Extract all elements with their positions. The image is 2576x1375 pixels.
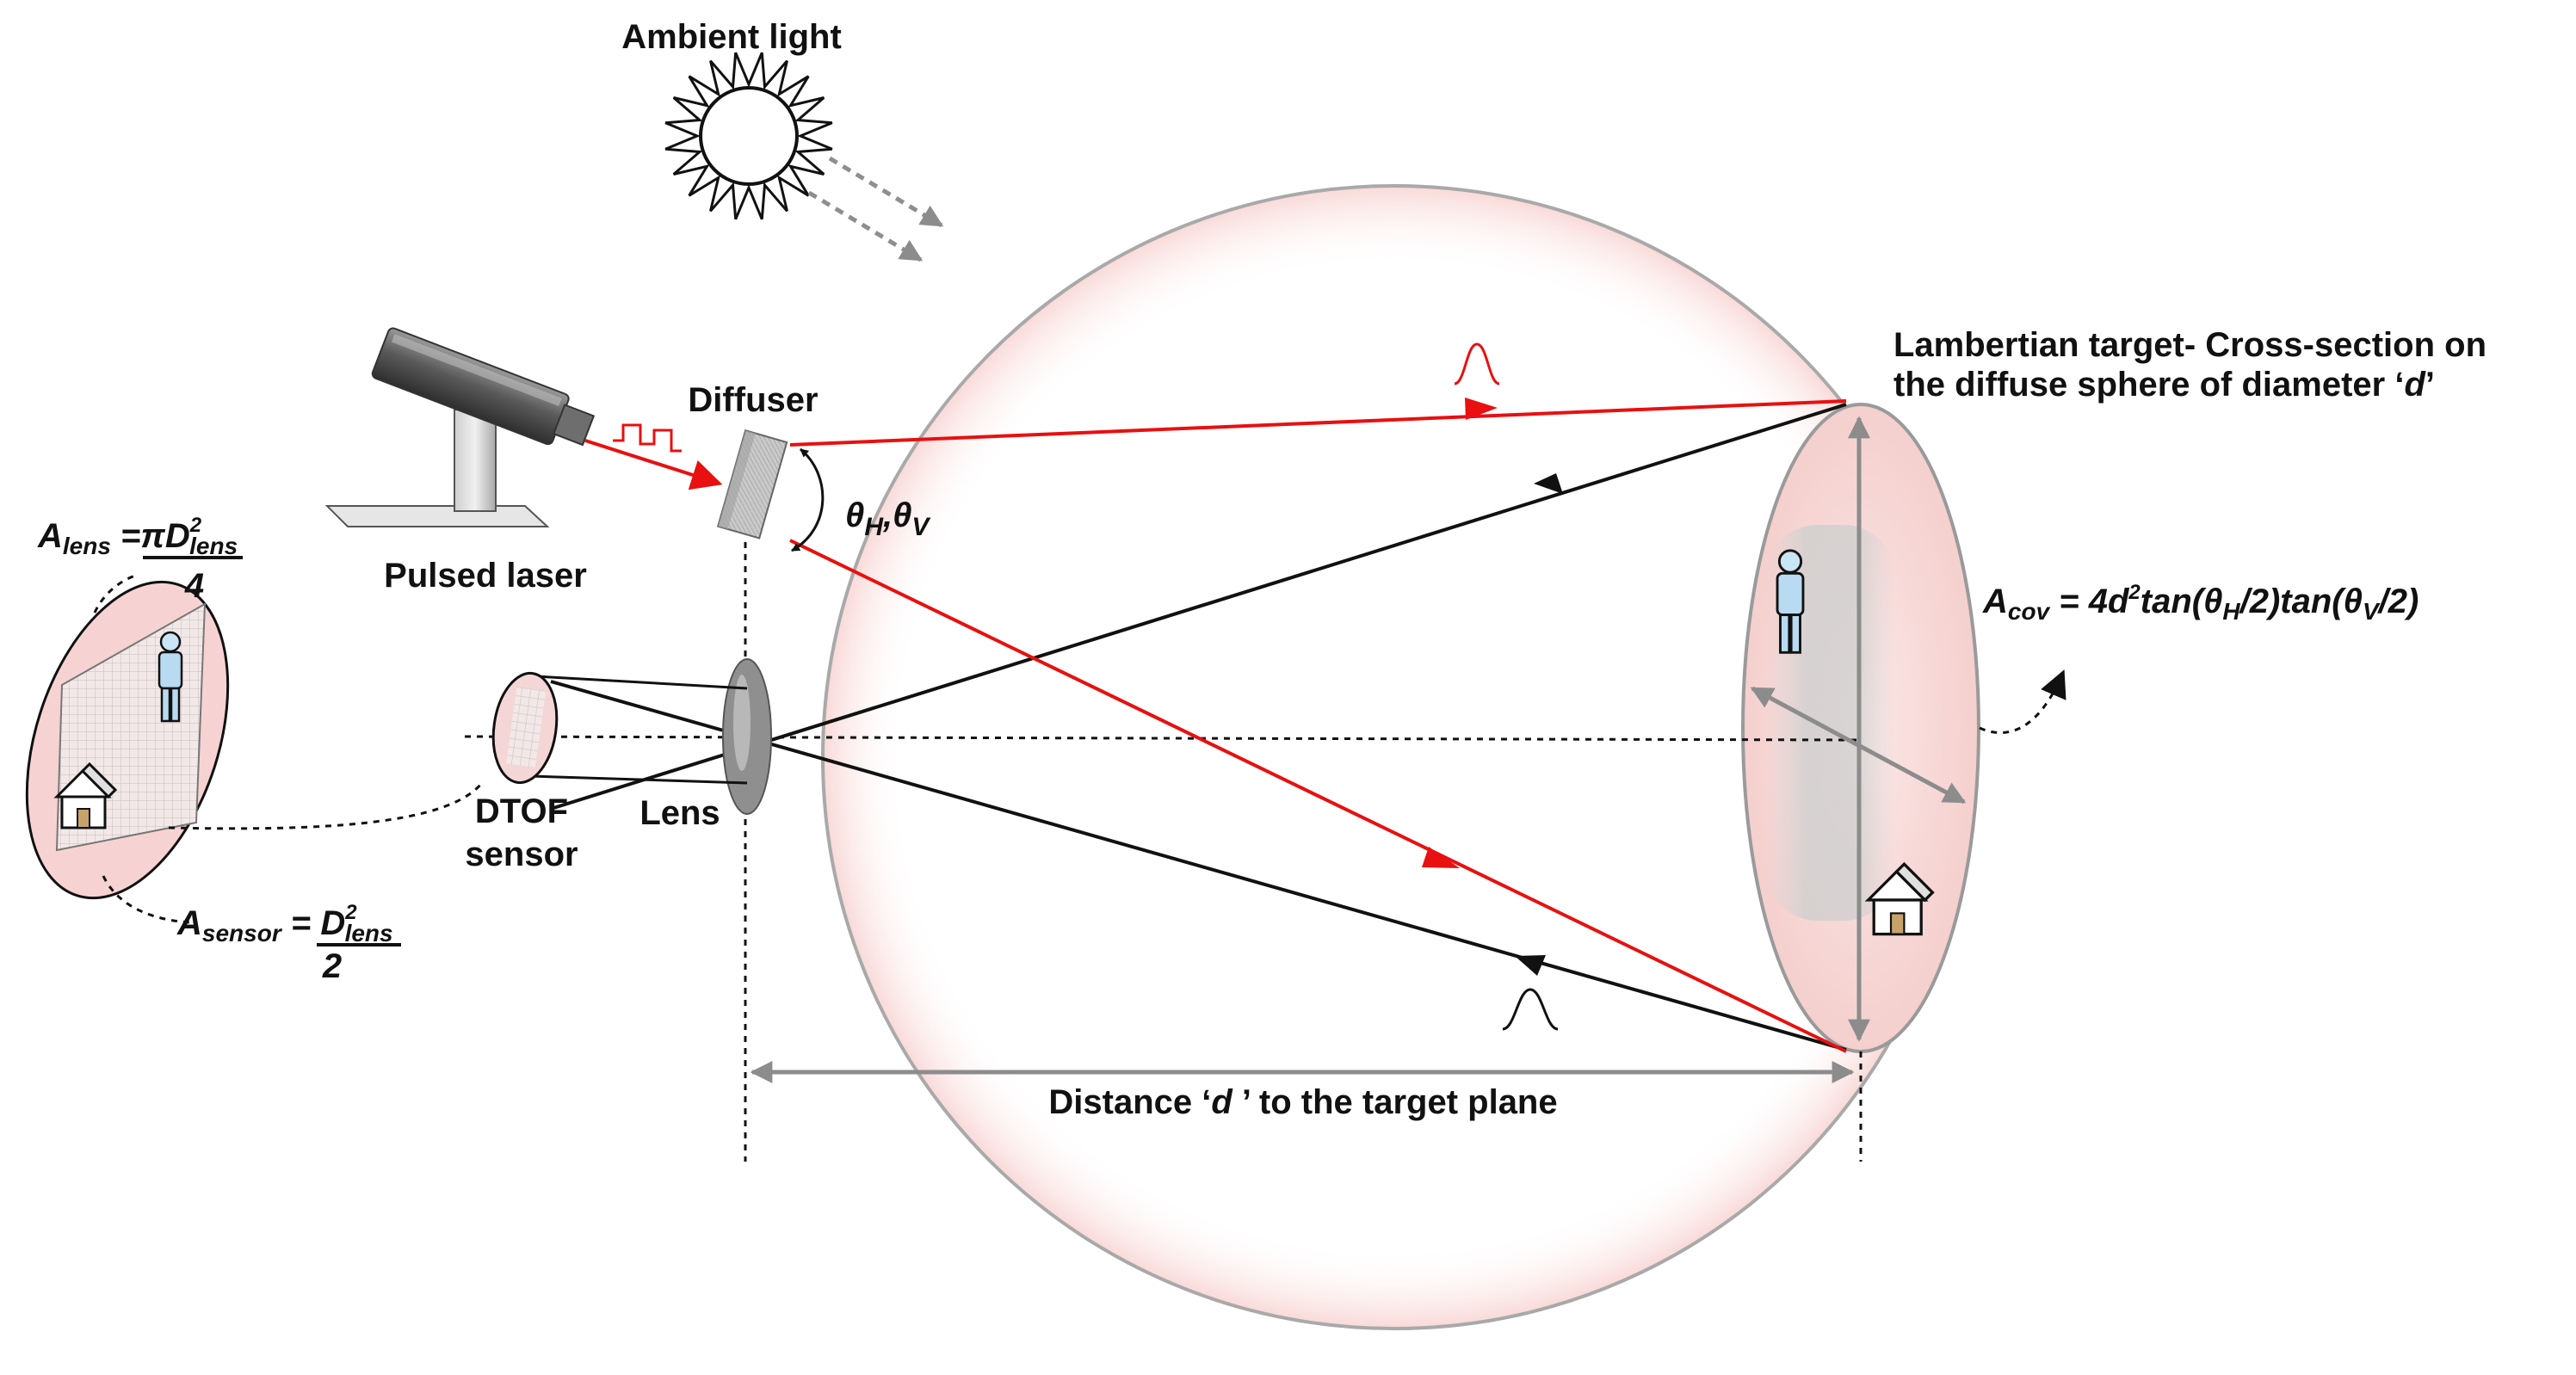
svg-text:2: 2 — [322, 947, 342, 985]
lens-label: Lens — [639, 794, 720, 832]
angle-label: θH,θV — [845, 496, 931, 541]
connector-curves — [93, 573, 484, 924]
distance-label: Distance ‘d ’ to the target plane — [1048, 1083, 1557, 1121]
optical-axis — [464, 735, 1860, 742]
target-label-line2: the diffuse sphere of diameter ‘d’ — [1893, 366, 2435, 404]
house-icon-target — [1864, 861, 1935, 936]
diffuser-label: Diffuser — [688, 381, 818, 419]
pulsed-laser-label: Pulsed laser — [384, 557, 587, 595]
person-icon — [158, 631, 183, 723]
return-arrowhead-upper — [1534, 473, 1563, 494]
divergence-angle-arc — [791, 447, 825, 552]
sensor-icon — [491, 671, 748, 785]
house-icon — [53, 761, 118, 829]
diffuser-icon — [716, 429, 788, 540]
target-dimension-arrows — [1750, 416, 1967, 1042]
target-label-line1: Lambertian target- Cross-section on — [1893, 326, 2486, 364]
sensor-enlarged-view — [25, 580, 230, 900]
ambient-light-label: Ambient light — [621, 18, 842, 56]
a-cov-equation: Acov = 4d2tan(θH/2)tan(θV/2) — [1982, 581, 2418, 625]
red-pulse-icon — [1454, 342, 1500, 385]
ambient-light-arrows — [807, 156, 944, 262]
sun-icon — [664, 52, 833, 220]
laser-device-icon — [324, 327, 596, 527]
person-icon-target — [1776, 549, 1805, 654]
pulse-train-icon — [613, 423, 682, 453]
return-arrowhead-lower — [1515, 955, 1546, 976]
acov-pointer — [1979, 669, 2066, 734]
dtof-label-line2: sensor — [465, 835, 578, 873]
lens-icon — [722, 658, 772, 815]
dtof-label-line1: DTOF — [475, 792, 568, 830]
laser-arrowhead-lower — [1422, 847, 1460, 868]
svg-text:4: 4 — [184, 567, 204, 605]
laser-rays — [584, 399, 1847, 1053]
black-pulse-icon — [1502, 988, 1559, 1031]
laser-arrowhead-upper — [1465, 398, 1498, 420]
